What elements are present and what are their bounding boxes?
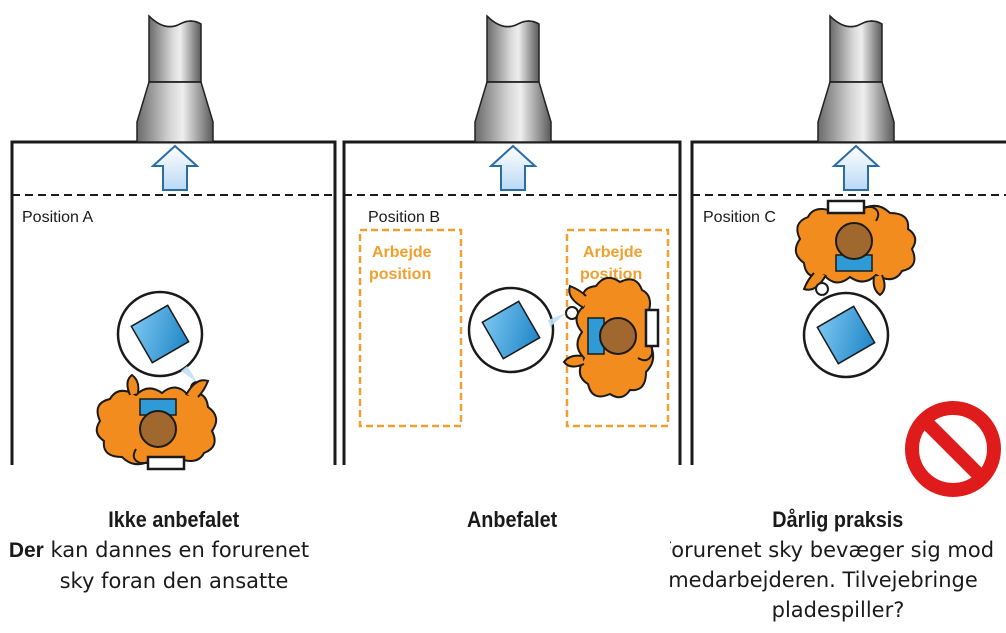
worker-icon — [794, 199, 917, 297]
caption-c-line2: medarbejderen. Tilvejebringe — [670, 568, 978, 592]
position-label-b: Position B — [368, 209, 440, 226]
booth-c-outline — [690, 140, 1006, 465]
extraction-hood-icon — [817, 15, 895, 143]
extraction-hood-icon — [474, 15, 552, 143]
work-zone-right — [565, 228, 670, 428]
spray-nozzle — [815, 282, 829, 296]
panel-c: Position C — [690, 15, 1006, 497]
work-zone-left — [358, 228, 463, 428]
workpiece-icon — [116, 290, 204, 378]
work-zone-left-line1: Arbejde — [372, 244, 432, 261]
airflow-arrow-icon — [490, 145, 536, 191]
caption-a-lead: Der — [8, 539, 44, 562]
position-label-a: Position A — [22, 209, 93, 226]
caption-c-line1: Forurenet sky bevæger sig mod — [670, 538, 995, 562]
prohibited-icon — [905, 401, 1001, 497]
caption-b-title: Anbefalet — [466, 507, 558, 532]
caption-a-line2: sky foran den ansatte — [59, 569, 289, 593]
caption-a: Ikke anbefalet Der kan dannes en foruren… — [4, 505, 344, 596]
work-zone-left-line2: position — [369, 266, 431, 283]
spray-mist — [548, 313, 566, 327]
airflow-arrow-icon — [833, 145, 879, 191]
airflow-arrow-icon — [152, 145, 198, 191]
spray-mist — [181, 366, 197, 382]
caption-b: Anbefalet — [342, 505, 682, 535]
workpiece-icon — [467, 286, 555, 374]
extraction-hood-icon — [136, 15, 214, 143]
position-label-c: Position C — [703, 209, 776, 226]
caption-c: Dårlig praksis Forurenet sky bevæger sig… — [670, 505, 1006, 625]
work-zone-right-line1: Arbejde — [583, 244, 643, 261]
caption-c-title: Dårlig praksis — [772, 507, 904, 532]
panel-a: Position A — [10, 15, 337, 471]
caption-a-title: Ikke anbefalet — [108, 507, 240, 532]
panel-b: Position B Arbejde position Arbejde posi… — [342, 15, 682, 465]
caption-c-line3: pladespiller? — [771, 598, 905, 622]
caption-a-line1: kan dannes en forurenet — [43, 538, 310, 562]
workpiece-icon — [802, 291, 890, 379]
worker-icon — [95, 373, 218, 471]
worker-icon — [562, 276, 660, 399]
